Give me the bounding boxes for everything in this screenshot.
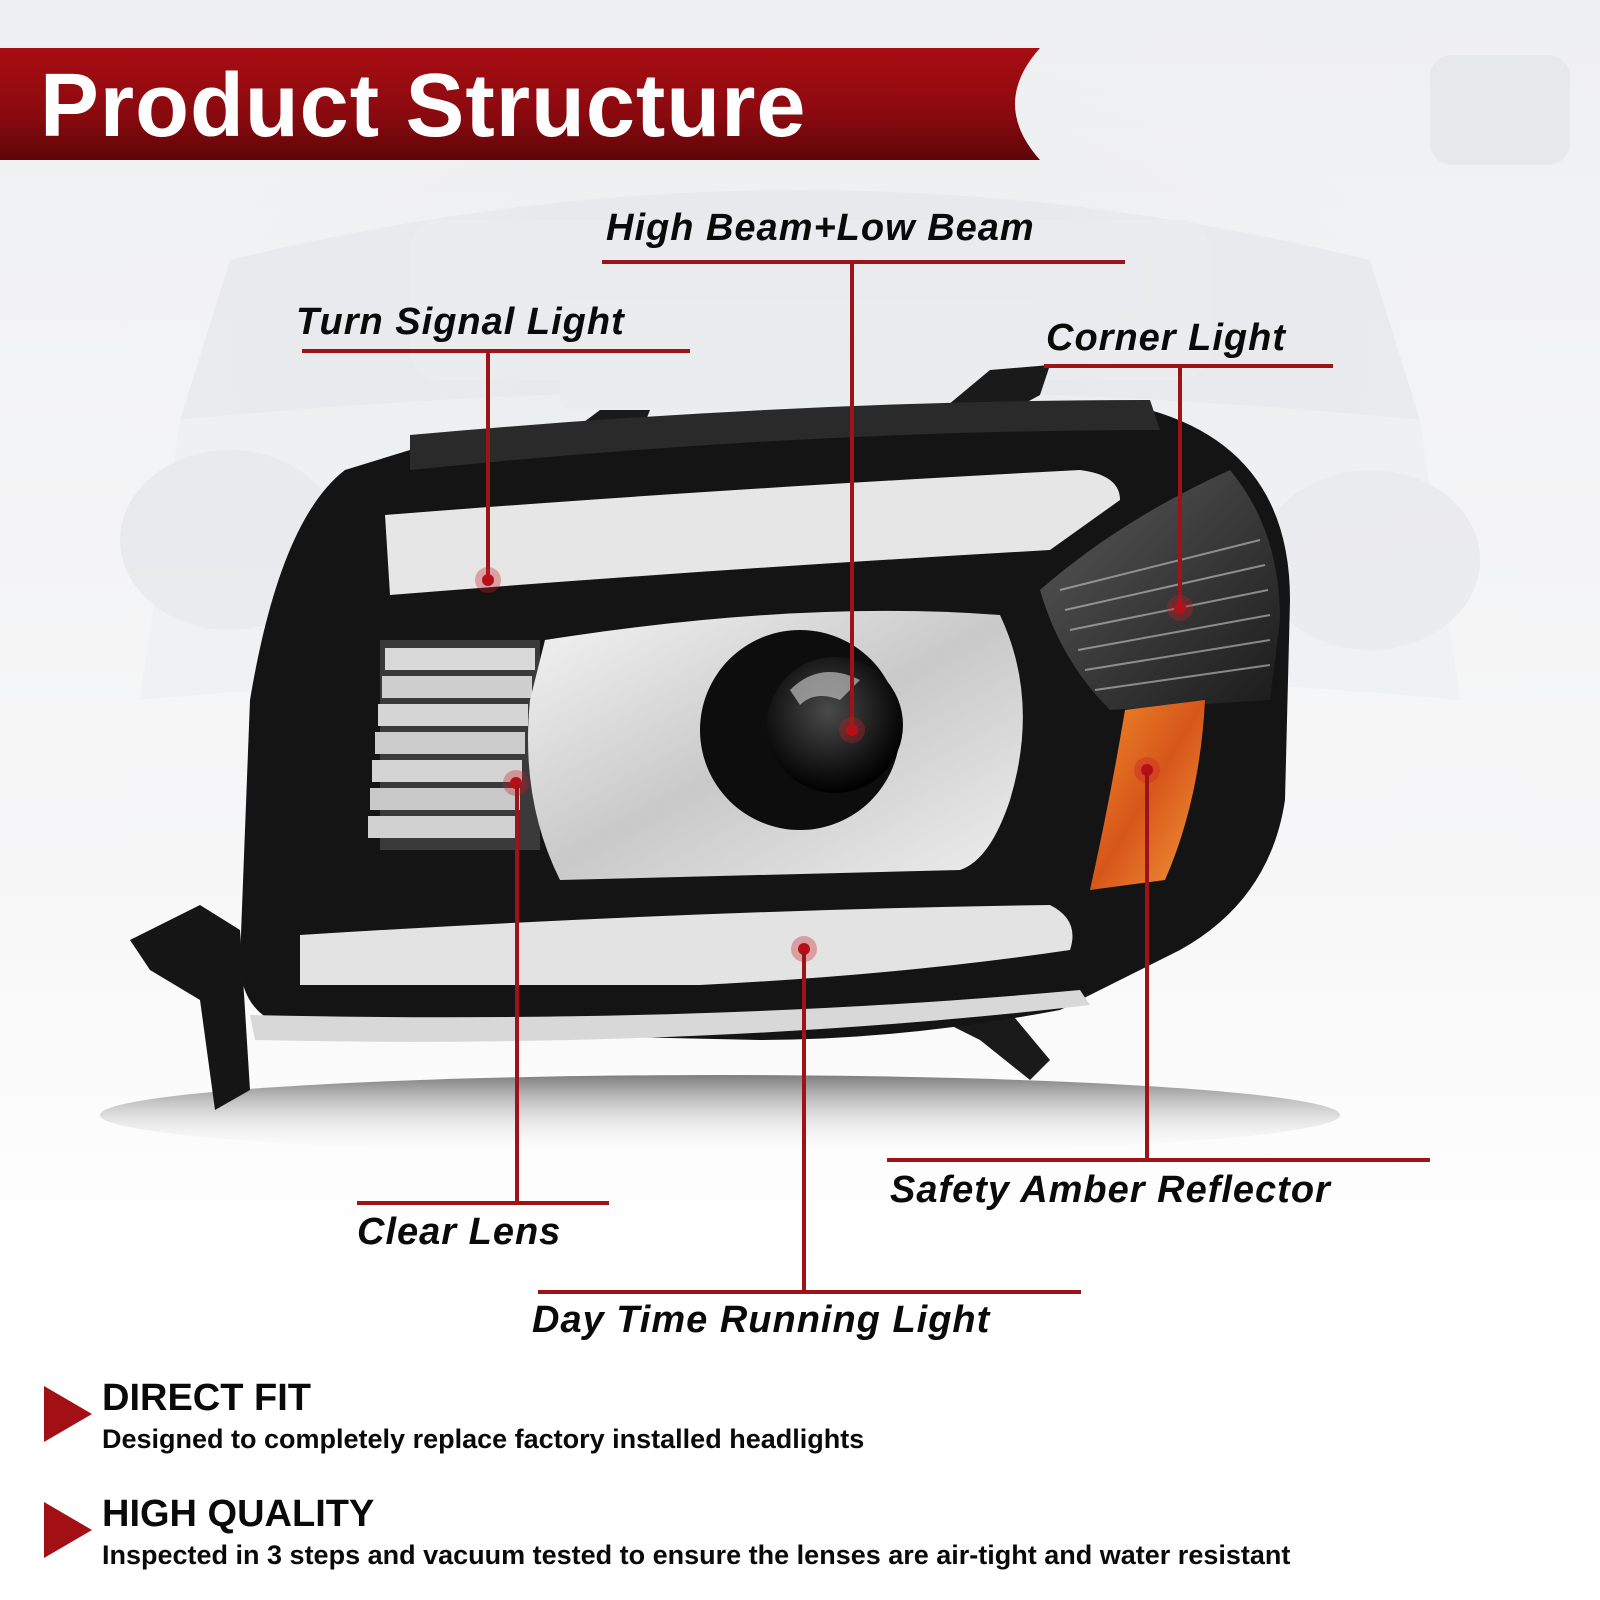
callout-label-turn-signal-light: Turn Signal Light	[296, 301, 625, 343]
callout-leader-clear-lens	[515, 785, 519, 1203]
callout-dot-turn-signal-light	[475, 567, 501, 593]
callout-label-high-beam-low-beam: High Beam+Low Beam	[606, 207, 1035, 249]
mount-bracket-left	[130, 905, 250, 1110]
callout-label-corner-light: Corner Light	[1046, 317, 1286, 359]
banner-shape	[0, 48, 1040, 160]
triangle-bullet-icon	[44, 1386, 92, 1442]
title-banner: Product Structure	[0, 48, 1040, 160]
callout-leader-corner-light	[1178, 366, 1182, 606]
feature-title: HIGH QUALITY	[102, 1493, 375, 1535]
clear-lens-fins	[368, 640, 540, 850]
feature-title: DIRECT FIT	[102, 1377, 311, 1419]
callout-rule-high-beam-low-beam	[602, 260, 1125, 264]
lower-clear-edge	[250, 990, 1090, 1042]
callout-rule-turn-signal-light	[302, 349, 690, 353]
page-title: Product Structure	[40, 56, 807, 156]
callout-rule-safety-amber-reflector	[887, 1158, 1430, 1162]
triangle-bullet-icon	[44, 1502, 92, 1558]
callout-leader-turn-signal-light	[486, 351, 490, 579]
feature-description: Inspected in 3 steps and vacuum tested t…	[102, 1540, 1291, 1570]
drl-strip	[300, 905, 1073, 985]
callout-label-clear-lens: Clear Lens	[357, 1211, 562, 1253]
callout-rule-corner-light	[1044, 364, 1333, 368]
turn-signal-strip	[385, 470, 1120, 595]
callout-dot-corner-light	[1167, 595, 1193, 621]
callout-leader-day-time-running-light	[802, 951, 806, 1291]
callout-leader-high-beam-low-beam	[850, 262, 854, 732]
callout-rule-day-time-running-light	[538, 1290, 1081, 1294]
housing-top-rim	[410, 400, 1160, 470]
callout-label-safety-amber-reflector: Safety Amber Reflector	[890, 1169, 1331, 1211]
corner-light-lens	[1040, 470, 1280, 710]
callout-leader-safety-amber-reflector	[1145, 772, 1149, 1160]
callout-label-day-time-running-light: Day Time Running Light	[532, 1299, 991, 1341]
callout-rule-clear-lens	[357, 1201, 609, 1205]
ground-shadow	[100, 1075, 1340, 1155]
callout-dot-high-beam-low-beam	[839, 717, 865, 743]
feature-description: Designed to completely replace factory i…	[102, 1424, 865, 1454]
